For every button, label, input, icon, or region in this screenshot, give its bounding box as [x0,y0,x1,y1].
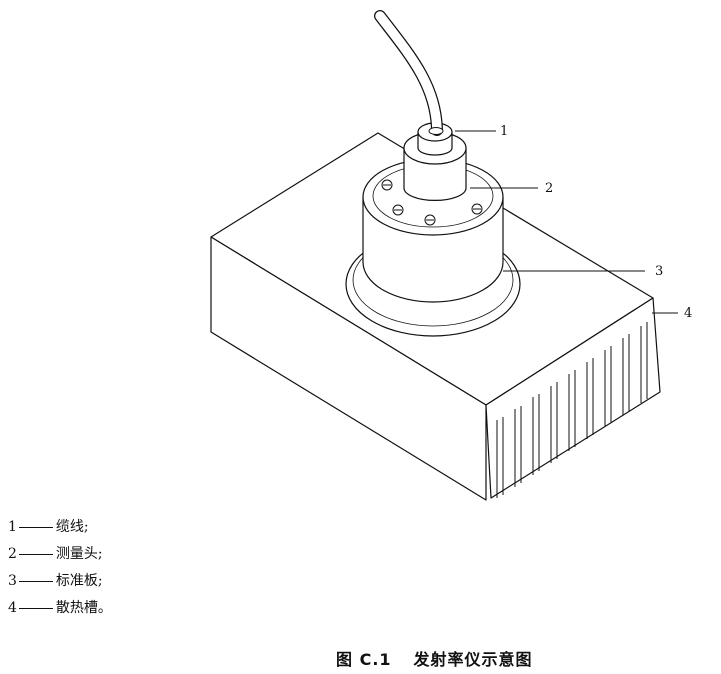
callout-number-2: 2 [545,181,553,196]
heat-sink-side-face [485,297,661,499]
callout-number-1: 1 [500,124,508,139]
callout-number-4: 4 [684,306,692,321]
caption-label: 图 C.1 [336,650,392,669]
emissometer-diagram: 1 2 3 4 [210,10,692,501]
leader-lines [455,130,678,314]
callout-number-3: 3 [655,264,663,279]
caption-title: 发射率仪示意图 [413,650,533,669]
figure-caption: 图 C.1 发射率仪示意图 [336,646,533,670]
heat-sink-front-face [210,236,487,501]
screws [381,179,483,226]
heat-sink-fins [496,322,648,498]
